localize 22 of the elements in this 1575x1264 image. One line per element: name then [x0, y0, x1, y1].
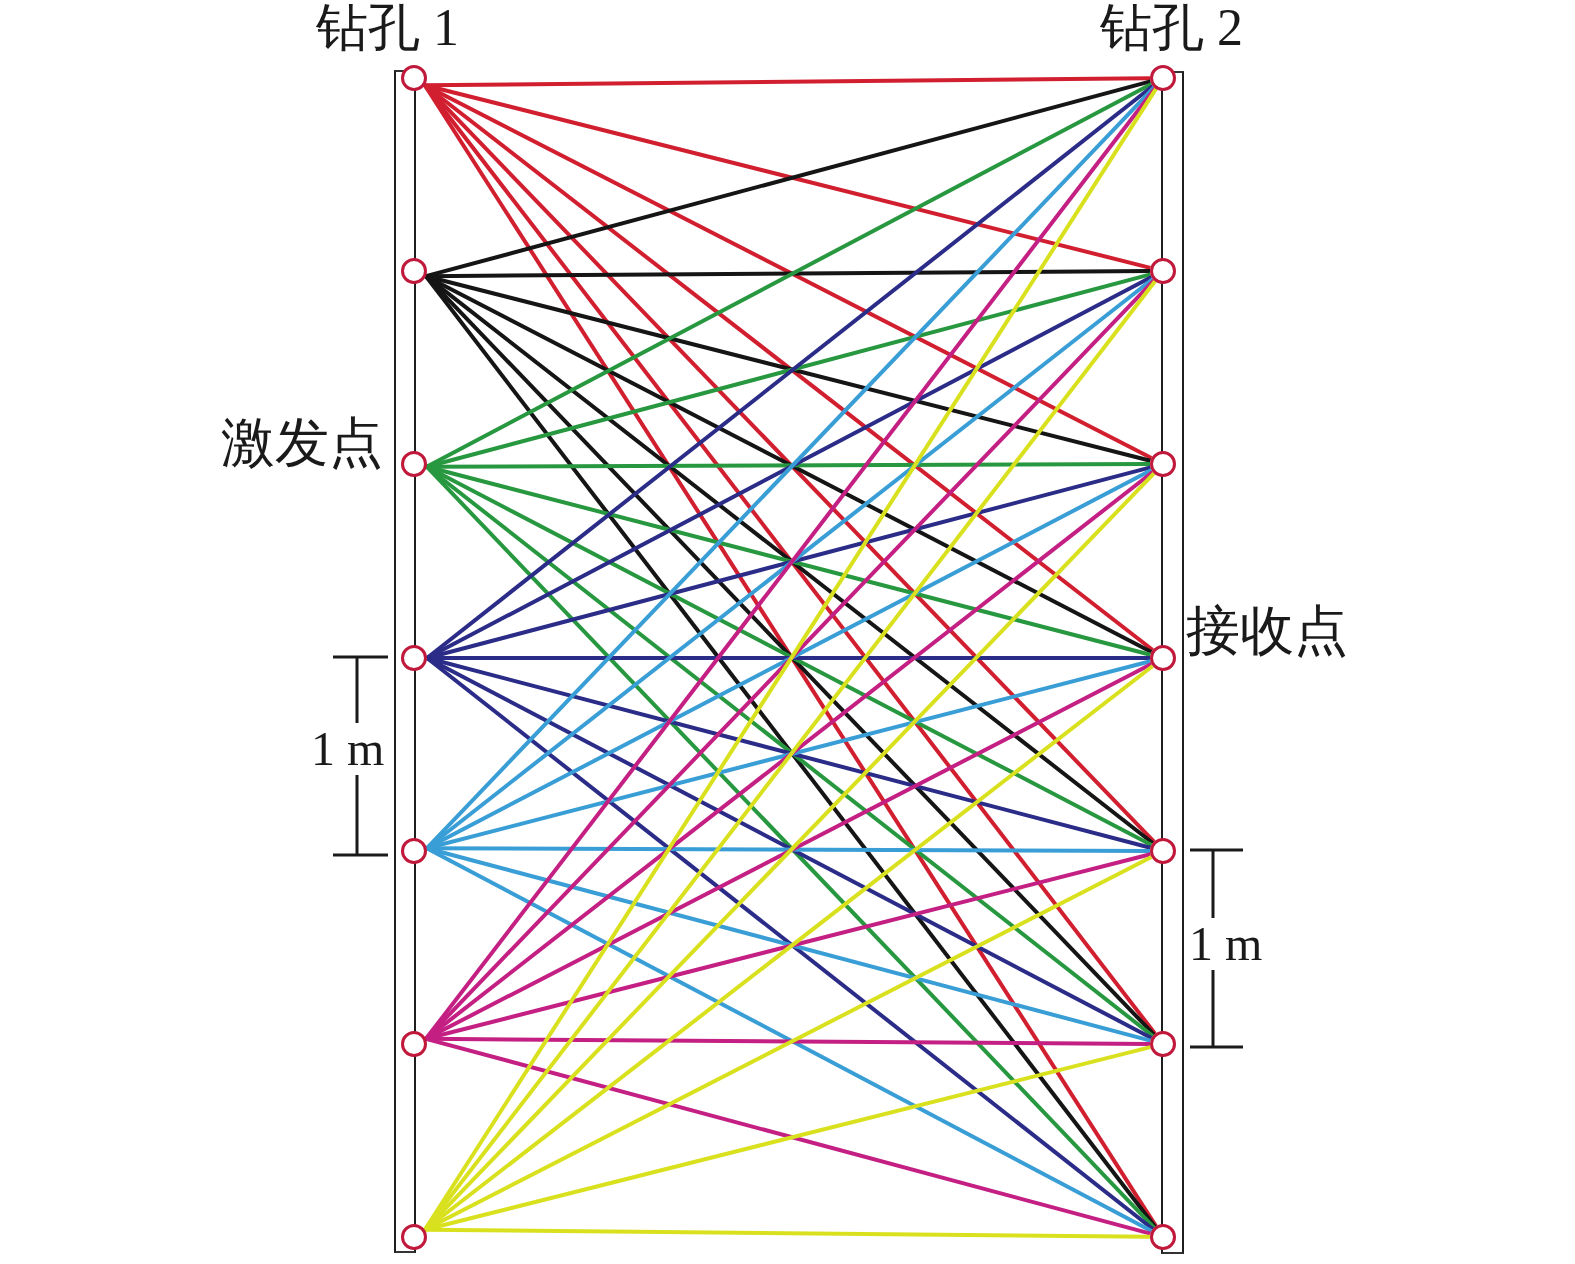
source-point [401, 645, 427, 671]
receiver-point [1150, 1031, 1176, 1057]
ray-line [424, 1227, 1150, 1239]
source-point-label: 激发点 [221, 416, 383, 470]
ray-line [424, 76, 1150, 88]
receiver-point [1150, 451, 1176, 477]
source-point [401, 1031, 427, 1057]
borehole-label: 钻孔 1 [316, 2, 459, 54]
source-point [401, 838, 427, 864]
source-point [401, 451, 427, 477]
receiver-point [1150, 258, 1176, 284]
dimension-label: 1 m [1189, 920, 1263, 968]
source-point [401, 1224, 427, 1250]
receiver-point [1150, 1224, 1176, 1250]
receiver-point [1150, 838, 1176, 864]
source-point [401, 258, 427, 284]
receiver-point [1150, 645, 1176, 671]
receiver-point [1150, 65, 1176, 91]
borehole-label: 钻孔 2 [1100, 2, 1243, 54]
dimension-label: 1 m [311, 725, 385, 773]
receiver-point-label: 接收点 [1186, 604, 1348, 658]
source-point [401, 65, 427, 91]
